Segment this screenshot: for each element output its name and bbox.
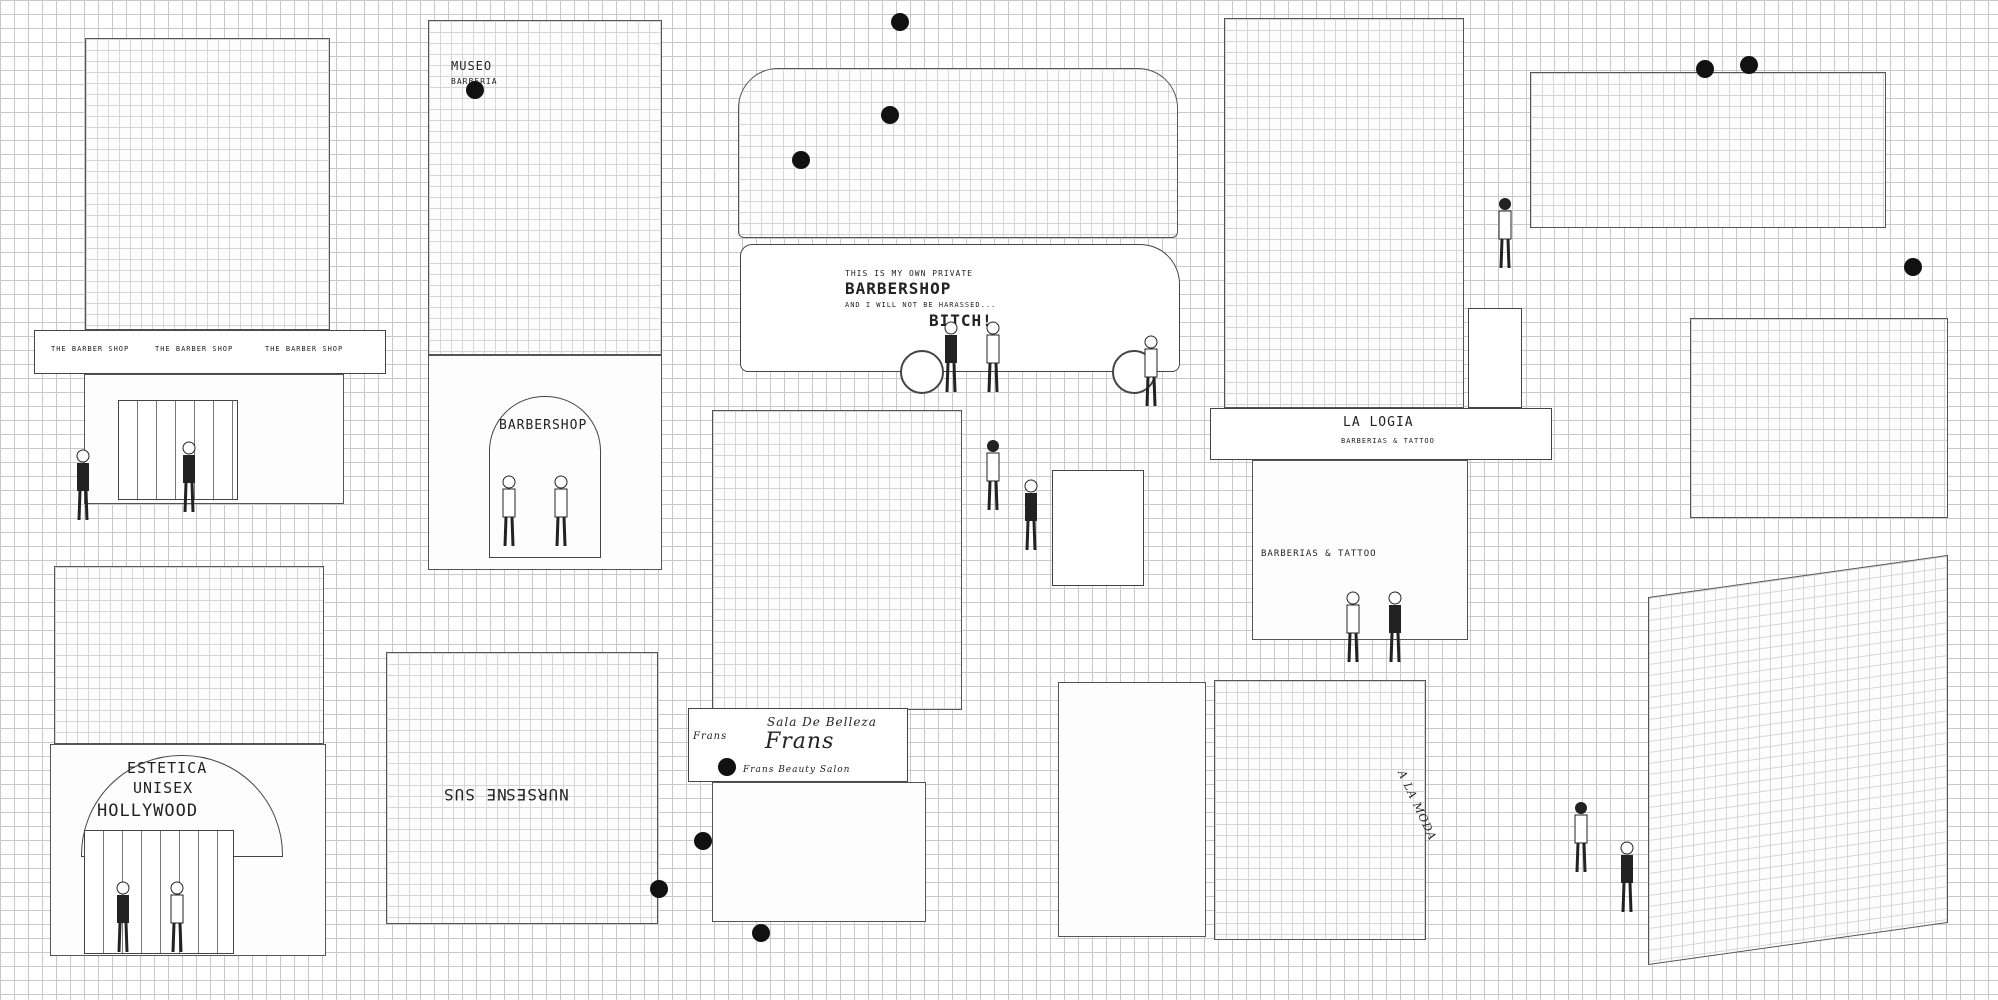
awning-sign-3: THE BARBER SHOP <box>265 345 344 353</box>
van-text-3: AND I WILL NOT BE HARASSED... <box>845 301 997 309</box>
nurses-sign: NURSES <box>505 785 569 804</box>
bottomright-angled-shop <box>1648 554 1948 966</box>
marker-dot <box>1904 258 1922 276</box>
barbershop-arch-facade: BARBERSHOP <box>428 355 662 570</box>
marker-dot <box>718 758 736 776</box>
marker-dot <box>466 81 484 99</box>
person-figure <box>502 475 516 547</box>
person-figure <box>1346 591 1360 663</box>
person-figure <box>1144 335 1158 407</box>
marker-dot <box>694 832 712 850</box>
awning-sign-2: THE BARBER SHOP <box>155 345 234 353</box>
a-la-moda-sign: A LA MODA <box>1395 768 1440 843</box>
a-la-moda-salon: A LA MODA <box>1214 680 1439 940</box>
marker-dot <box>1740 56 1758 74</box>
person-figure <box>1024 479 1038 551</box>
museo-barberia-building: MUSEO BARBERIA <box>428 20 662 355</box>
person-figure <box>944 321 958 393</box>
barbershop-building-topleft <box>85 38 330 330</box>
blank-panel <box>1052 470 1144 586</box>
van-text-2: BARBERSHOP <box>845 279 952 298</box>
person-figure <box>986 440 1000 511</box>
person-figure <box>1388 591 1402 663</box>
barbershop-van: THIS IS MY OWN PRIVATE BARBERSHOP AND I … <box>740 244 1180 372</box>
van-wheel-front <box>900 350 944 394</box>
marker-dot <box>752 924 770 942</box>
person-figure <box>116 881 130 953</box>
la-logia-storefront: BARBERIAS & TATTOO <box>1252 460 1468 640</box>
person-figure <box>554 475 568 547</box>
frans-small-sign: Frans <box>693 731 728 742</box>
upside-down-building: NURSES NE SUS <box>386 652 658 924</box>
la-logia-sign: LA LOGIA <box>1343 415 1414 430</box>
blank-panel-right <box>1468 308 1522 408</box>
person-figure <box>182 441 196 513</box>
person-figure <box>1620 841 1634 913</box>
van-interior-view <box>738 68 1178 238</box>
ne-sus-sign: NE SUS <box>443 785 507 804</box>
marker-dot <box>891 13 909 31</box>
person-figure <box>1574 802 1588 873</box>
topright-shop-top <box>1530 72 1886 228</box>
marker-dot <box>881 106 899 124</box>
marker-dot <box>792 151 810 169</box>
topright-shop-side <box>1690 318 1948 518</box>
person-figure <box>986 321 1000 393</box>
hollywood-sign: HOLLYWOOD <box>97 801 199 821</box>
frans-beauty-sign: Frans Beauty Salon <box>743 765 851 775</box>
estetica-door <box>84 830 234 954</box>
barbershop-awning: THE BARBER SHOP THE BARBER SHOP THE BARB… <box>34 330 386 374</box>
estetica-sign: ESTETICA <box>127 759 208 777</box>
van-text-1: THIS IS MY OWN PRIVATE <box>845 269 973 278</box>
frans-salon-storefront <box>712 782 926 922</box>
barberias-tattoo-sign: BARBERIAS & TATTOO <box>1261 549 1377 559</box>
van-text-4: BITCH! <box>929 311 993 330</box>
frans-salon-interior <box>712 410 962 710</box>
museo-sign: MUSEO <box>451 59 493 73</box>
barbershop-front-door <box>118 400 238 500</box>
la-logia-sub-sign: BARBERIAS & TATTOO <box>1341 437 1435 445</box>
barbershop-arch-sign: BARBERSHOP <box>499 418 588 433</box>
person-figure <box>1498 198 1512 269</box>
columned-facade <box>1058 682 1206 937</box>
unisex-sign: UNISEX <box>133 779 194 797</box>
person-figure <box>76 449 90 521</box>
person-figure <box>170 881 184 953</box>
estetica-interior <box>54 566 324 744</box>
la-logia-sign-board: LA LOGIA BARBERIAS & TATTOO <box>1210 408 1552 460</box>
frans-sign: Frans <box>765 729 835 754</box>
sala-belleza-sign: Sala De Belleza <box>767 715 877 729</box>
marker-dot <box>650 880 668 898</box>
marker-dot <box>1696 60 1714 78</box>
awning-sign-1: THE BARBER SHOP <box>51 345 130 353</box>
la-logia-building <box>1224 18 1464 408</box>
